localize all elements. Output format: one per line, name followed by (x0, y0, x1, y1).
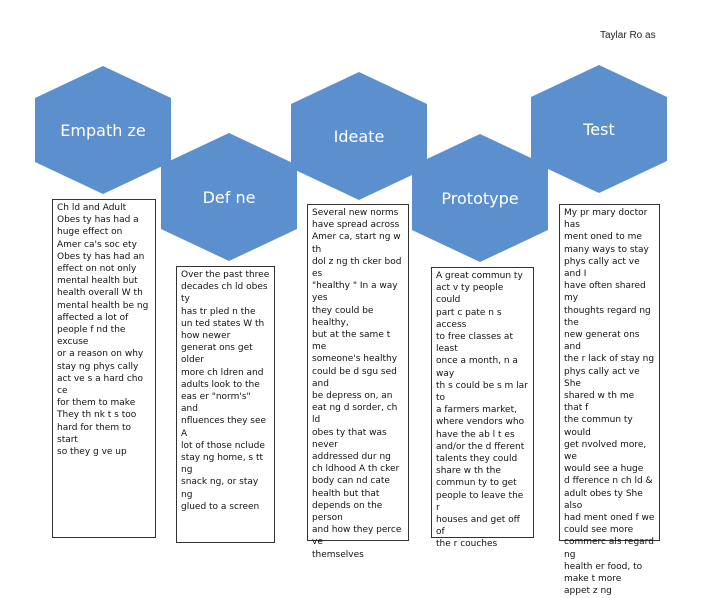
hexagon-empathize-label: Empath ze (60, 120, 146, 140)
author-name: Taylar Ro as (600, 30, 656, 41)
ideate-textbox: Several new norms have spread across Ame… (307, 204, 409, 560)
hexagon-ideate-label: Ideate (333, 126, 385, 146)
hexagon-define: Def ne (161, 133, 297, 261)
hexagon-empathize: Empath ze (35, 66, 171, 194)
test-text: My pr mary doctor has ment oned to me ma… (564, 208, 655, 597)
define-textbox: Over the past three decades ch ld obes t… (176, 266, 275, 543)
define-text: Over the past three decades ch ld obes t… (181, 270, 270, 512)
test-textbox: My pr mary doctor has ment oned to me ma… (559, 204, 660, 596)
prototype-textbox: A great commun ty act v ty people could … (431, 267, 534, 549)
hexagon-prototype-label: Prototype (441, 188, 519, 208)
hexagon-define-label: Def ne (202, 187, 256, 207)
empathize-text: Ch ld and Adult Obes ty has had a huge e… (57, 203, 149, 458)
hexagon-ideate: Ideate (291, 72, 427, 200)
empathize-textbox: Ch ld and Adult Obes ty has had a huge e… (52, 199, 156, 538)
hexagon-test: Test (531, 65, 667, 193)
prototype-text: A great commun ty act v ty people could … (436, 271, 528, 550)
ideate-text: Several new norms have spread across Ame… (312, 208, 402, 560)
hexagon-prototype: Prototype (412, 134, 548, 262)
hexagon-test-label: Test (583, 119, 615, 139)
